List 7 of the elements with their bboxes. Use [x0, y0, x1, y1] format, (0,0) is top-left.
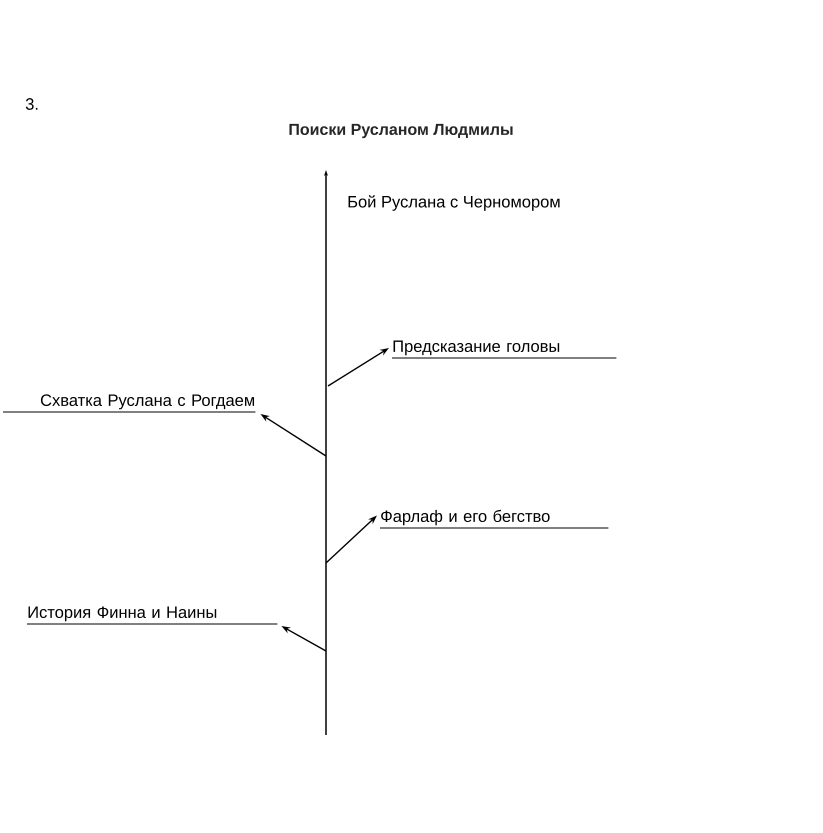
underlined-text: Фарлаф и его бегство	[380, 510, 609, 528]
underlined-text: Предсказание головы	[392, 340, 617, 358]
underlined-text: История Финна и Наины	[26, 606, 278, 624]
text-label: Бой Руслана с Черномором	[348, 195, 560, 211]
diagram-title: Поиски Русланом Людмилы	[289, 124, 513, 138]
underlined-text: Схватка Руслана с Рогдаем	[2, 394, 256, 412]
text-label: 3.	[26, 98, 38, 110]
